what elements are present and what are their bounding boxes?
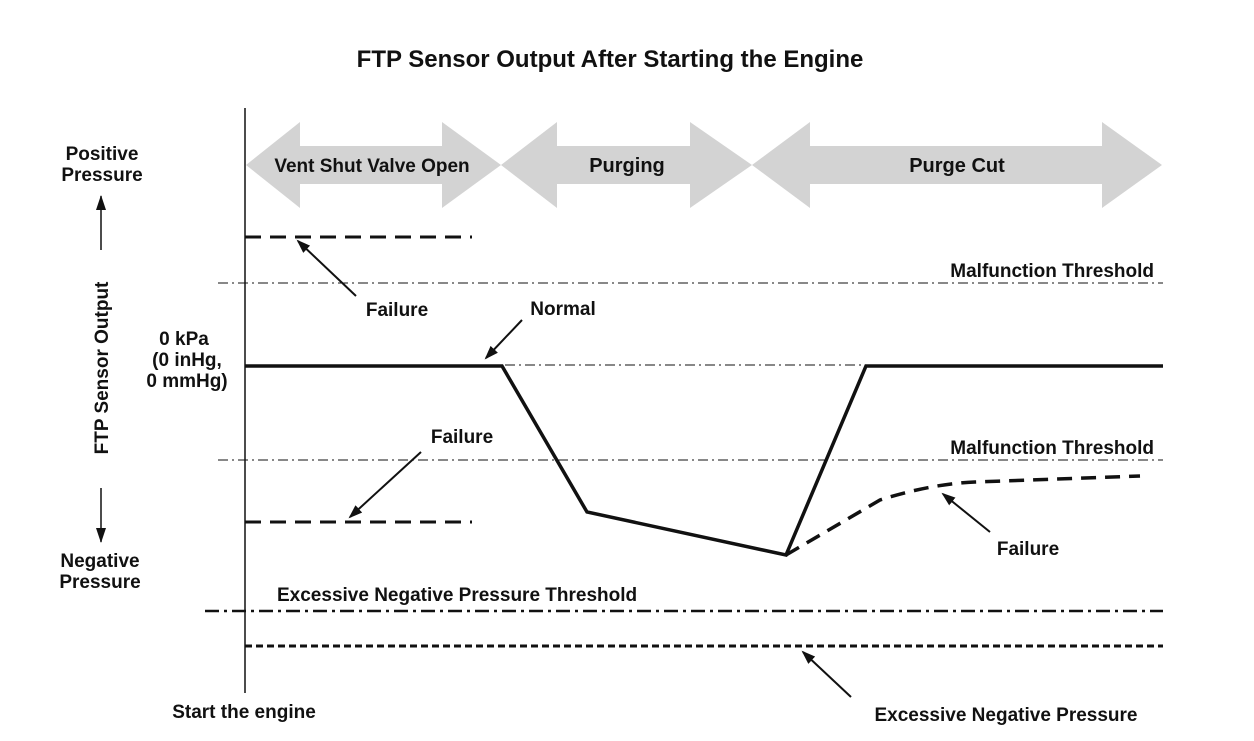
zero-kpa-label-1: 0 kPa [159, 329, 209, 350]
excessive-negative-threshold-label: Excessive Negative Pressure Threshold [277, 585, 637, 606]
failure-recovery-trace [785, 474, 1141, 557]
phase-arrows: Vent Shut Valve Open Purging Purge Cut [246, 122, 1162, 208]
failure-low-label: Failure [431, 427, 493, 448]
phase-arrow-purging [501, 122, 752, 208]
phase-arrow-vent-shut [246, 122, 501, 208]
failure-recovery-label: Failure [997, 539, 1059, 560]
failure-high-label: Failure [366, 300, 428, 321]
failure-low-arrow [348, 451, 422, 519]
zero-kpa-label-2: (0 inHg, [152, 350, 222, 371]
upper-malfunction-threshold-label: Malfunction Threshold [950, 261, 1154, 282]
lower-malfunction-threshold-label: Malfunction Threshold [950, 438, 1154, 459]
normal-label: Normal [530, 299, 595, 320]
excessive-negative-label: Excessive Negative Pressure [874, 705, 1137, 726]
positive-pressure-label-1: Positive [66, 144, 139, 165]
failure-recovery-arrow [941, 492, 991, 533]
phase-label-purging: Purging [589, 155, 665, 177]
positive-pressure-label-2: Pressure [61, 165, 142, 186]
start-engine-label: Start the engine [172, 702, 316, 723]
phase-label-purge-cut: Purge Cut [909, 155, 1005, 177]
y-axis-title: FTP Sensor Output [92, 281, 113, 454]
normal-arrow [484, 319, 523, 360]
diagram-title: FTP Sensor Output After Starting the Eng… [357, 46, 864, 73]
phase-arrow-purge-cut [752, 122, 1162, 208]
down-arrowhead-icon [96, 528, 106, 543]
failure-high-arrow [296, 239, 357, 297]
y-axis-title-group: FTP Sensor Output [92, 195, 113, 543]
normal-trace [245, 364, 1163, 558]
phase-label-vent-shut: Vent Shut Valve Open [274, 156, 469, 177]
up-arrowhead-icon [96, 195, 106, 210]
zero-kpa-label-3: 0 mmHg) [146, 371, 227, 392]
excessive-negative-arrow [801, 650, 852, 698]
negative-pressure-label-2: Pressure [59, 572, 140, 593]
negative-pressure-label-1: Negative [60, 551, 139, 572]
